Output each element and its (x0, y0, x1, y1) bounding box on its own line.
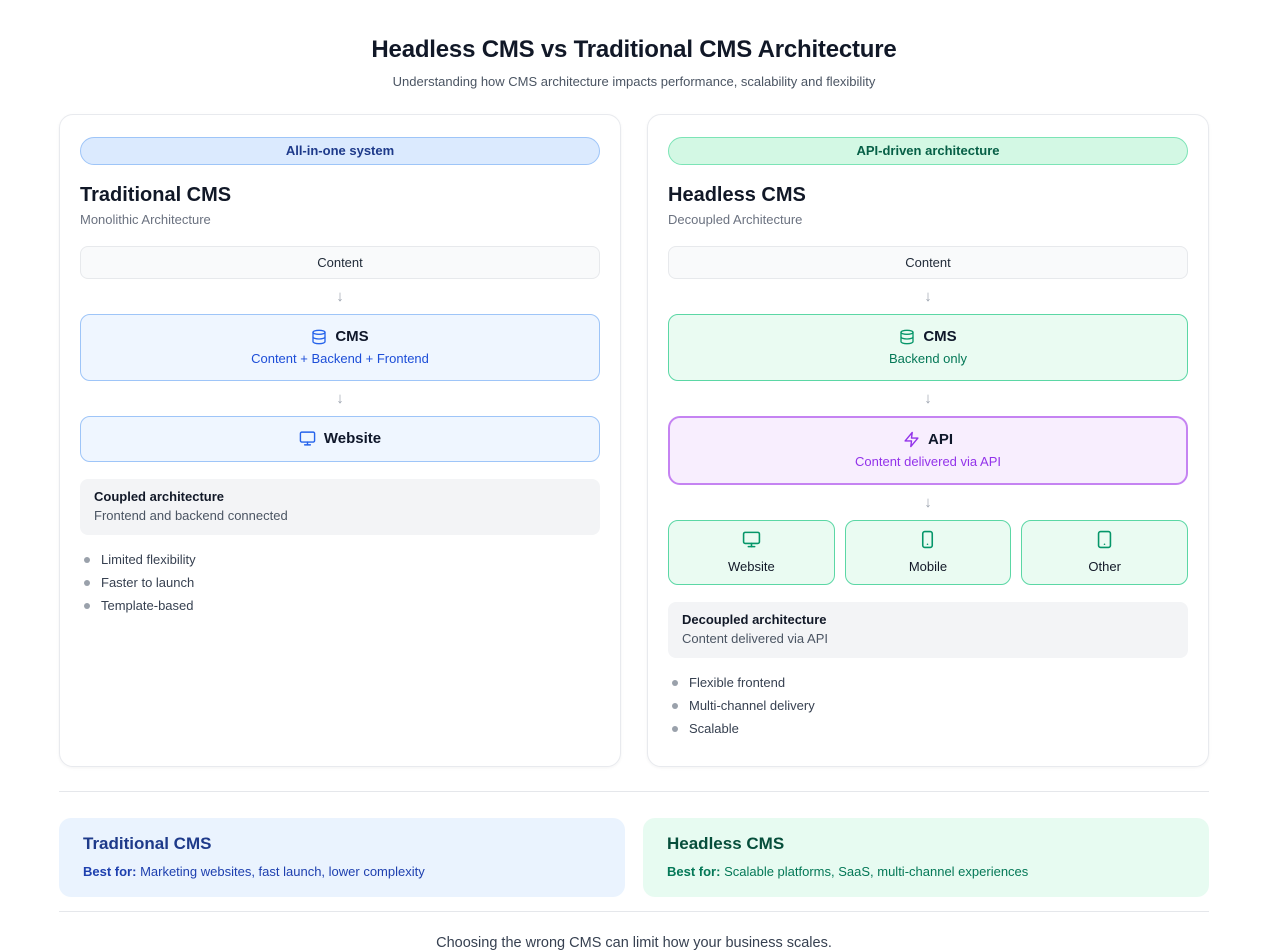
headless-cms-node-label: CMS (923, 328, 957, 345)
headless-cms-node: CMS Backend only (668, 314, 1188, 381)
channel-other: Other (1021, 520, 1188, 585)
channel-label: Website (727, 559, 775, 574)
headless-card-title: Headless CMS (668, 184, 806, 206)
page-subtitle: Understanding how CMS architecture impac… (392, 74, 876, 89)
summary-text: Best for: Scalable platforms, SaaS, mult… (667, 864, 1185, 879)
arrow-down-icon: ↓ (336, 390, 344, 407)
summary-text: Best for: Marketing websites, fast launc… (83, 864, 601, 879)
comparison-cards: All-in-one system Traditional CMS Monoli… (59, 114, 1209, 767)
headless-api-node: API Content delivered via API (668, 416, 1188, 485)
channel-label: Other (1088, 559, 1121, 574)
zap-icon (903, 431, 920, 448)
traditional-card-title: Traditional CMS (80, 184, 232, 206)
list-item: Multi-channel delivery (672, 698, 1188, 713)
best-for-text: Scalable platforms, SaaS, multi-channel … (720, 864, 1029, 879)
headless-summary-box: Headless CMS Best for: Scalable platform… (643, 818, 1209, 897)
headless-channels: Website Mobile Other (668, 520, 1188, 585)
channel-label: Mobile (908, 559, 948, 574)
headless-cms-node-sublabel: Backend only (888, 351, 968, 366)
traditional-cms-node-label: CMS (335, 328, 369, 345)
best-for-label: Best for: (83, 864, 137, 879)
summary-section: Traditional CMS Best for: Marketing webs… (59, 818, 1209, 897)
list-item: Scalable (672, 721, 1188, 736)
headless-card-subtitle: Decoupled Architecture (668, 212, 803, 227)
arrow-down-icon: ↓ (924, 494, 932, 511)
headless-bullet-list: Flexible frontend Multi-channel delivery… (672, 675, 1188, 736)
headless-content-node: Content (668, 246, 1188, 279)
page-title: Headless CMS vs Traditional CMS Architec… (371, 36, 897, 63)
headless-api-node-label: API (927, 431, 953, 448)
summary-title: Headless CMS (667, 834, 785, 853)
tablet-icon (1022, 530, 1187, 549)
traditional-architecture-note: Coupled architecture Frontend and backen… (80, 479, 600, 535)
note-title: Decoupled architecture (682, 612, 827, 627)
traditional-cms-card: All-in-one system Traditional CMS Monoli… (59, 114, 621, 767)
divider (59, 791, 1209, 792)
monitor-icon (299, 430, 316, 447)
page-header: Headless CMS vs Traditional CMS Architec… (59, 0, 1209, 89)
best-for-text: Marketing websites, fast launch, lower c… (136, 864, 425, 879)
divider (59, 911, 1209, 912)
list-item: Template-based (84, 598, 600, 613)
headless-badge: API-driven architecture (668, 137, 1188, 165)
traditional-card-subtitle: Monolithic Architecture (80, 212, 211, 227)
list-item: Faster to launch (84, 575, 600, 590)
summary-title: Traditional CMS (83, 834, 212, 853)
traditional-cms-node: CMS Content + Backend + Frontend (80, 314, 600, 381)
database-icon (899, 329, 915, 345)
traditional-bullet-list: Limited flexibility Faster to launch Tem… (84, 552, 600, 613)
traditional-cms-node-sublabel: Content + Backend + Frontend (251, 351, 429, 366)
traditional-content-node: Content (80, 246, 600, 279)
channel-website: Website (668, 520, 835, 585)
traditional-website-node: Website (80, 416, 600, 462)
traditional-website-node-label: Website (323, 430, 382, 447)
traditional-summary-box: Traditional CMS Best for: Marketing webs… (59, 818, 625, 897)
arrow-down-icon: ↓ (924, 390, 932, 407)
headless-architecture-note: Decoupled architecture Content delivered… (668, 602, 1188, 658)
monitor-icon (669, 530, 834, 549)
channel-mobile: Mobile (844, 520, 1012, 585)
headless-api-node-sublabel: Content delivered via API (855, 454, 1001, 469)
traditional-badge: All-in-one system (80, 137, 600, 165)
note-text: Content delivered via API (682, 631, 828, 646)
note-title: Coupled architecture (94, 489, 225, 504)
database-icon (311, 329, 327, 345)
arrow-down-icon: ↓ (924, 288, 932, 305)
smartphone-icon (846, 530, 1011, 549)
footer-note: Choosing the wrong CMS can limit how you… (436, 935, 832, 951)
arrow-down-icon: ↓ (336, 288, 344, 305)
note-text: Frontend and backend connected (94, 508, 288, 523)
best-for-label: Best for: (667, 864, 721, 879)
headless-cms-card: API-driven architecture Headless CMS Dec… (647, 114, 1209, 767)
page: Headless CMS vs Traditional CMS Architec… (59, 0, 1209, 951)
list-item: Flexible frontend (672, 675, 1188, 690)
list-item: Limited flexibility (84, 552, 600, 567)
